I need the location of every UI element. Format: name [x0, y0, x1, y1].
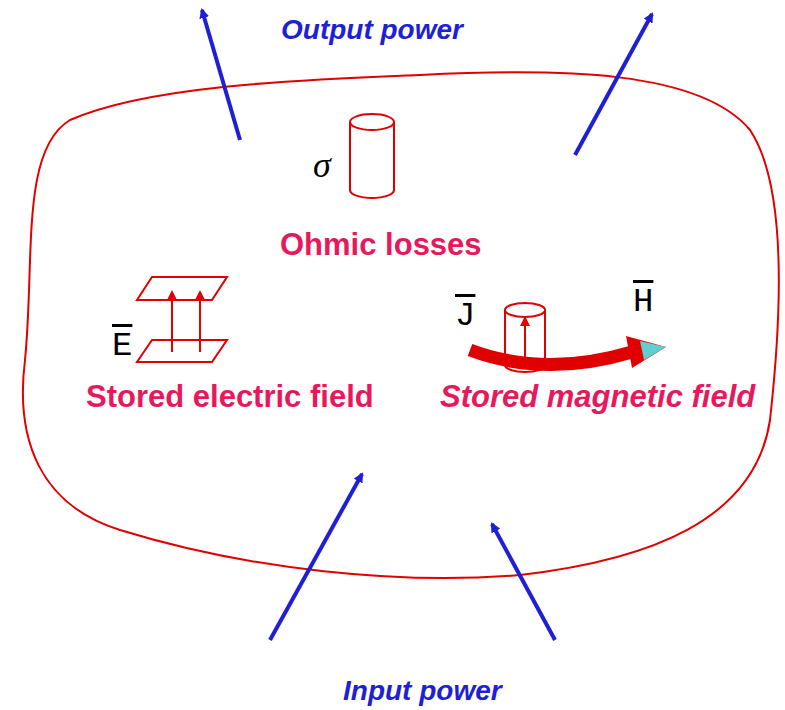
magnetic-arrow [470, 350, 632, 365]
field-arrow [171, 292, 173, 352]
magnetic-storage-label: Stored magnetic field [440, 378, 770, 415]
output-label: Output power [281, 13, 463, 47]
current-density-symbol: J [455, 296, 475, 337]
magnetic-arrowhead [626, 336, 666, 368]
electric-storage-label: Stored electric field [86, 378, 416, 415]
field-arrow [199, 292, 201, 352]
region-outline [23, 72, 779, 578]
input-label: Input power [343, 674, 502, 708]
current-arrow [524, 318, 526, 362]
ohmic-label: Ohmic losses [280, 226, 482, 263]
electric-field-symbol: E [112, 326, 132, 367]
input-arrow [270, 474, 362, 640]
output-arrow [202, 10, 240, 140]
resistor-cylinder [350, 114, 394, 198]
magnetic-arrowtip [640, 341, 666, 360]
output-arrow [575, 14, 652, 155]
magnetic-field-symbol: H [633, 282, 653, 323]
input-arrow [492, 524, 555, 640]
capacitor-symbol [137, 277, 227, 362]
conductivity-symbol: σ [313, 144, 331, 187]
